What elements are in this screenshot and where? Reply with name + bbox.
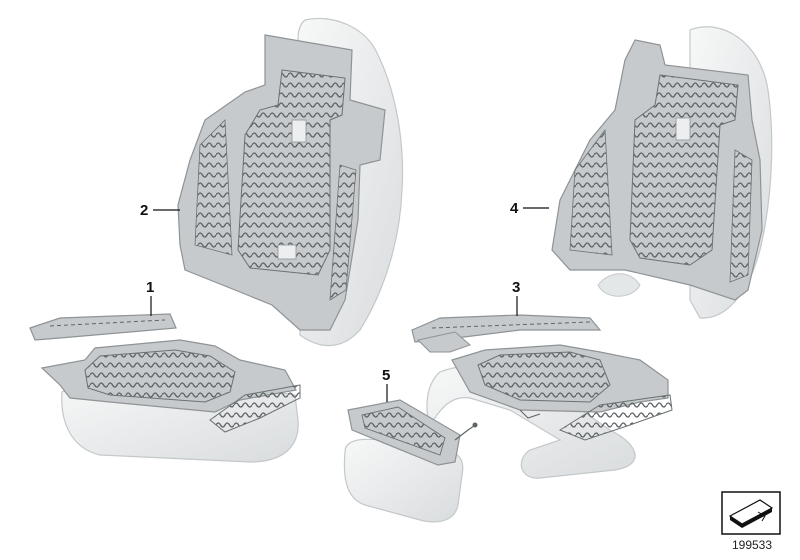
callout-1: 1 <box>146 279 154 316</box>
callout-label-2: 2 <box>140 202 148 219</box>
part5-wire-zone <box>361 406 446 456</box>
right-seat-side-wing <box>416 331 471 353</box>
left-backrest-wire-zone <box>237 69 346 276</box>
left-seat-side-bolster <box>209 384 301 433</box>
left-seat-assembly <box>29 313 301 463</box>
callout-label-5: 5 <box>382 367 390 384</box>
right-backrest-wire-zone <box>629 74 739 266</box>
left-backrest-assembly <box>177 17 404 347</box>
callout-label-3: 3 <box>512 279 520 296</box>
left-backrest-side-wire-right <box>329 164 357 301</box>
right-backrest-assembly <box>551 26 773 319</box>
right-backrest-side-wire-right <box>729 149 753 283</box>
part5-connector-lead <box>454 425 475 441</box>
left-backrest-side-wire <box>194 119 233 256</box>
left-seat-front-strip <box>29 313 177 341</box>
left-seat-wire-zone <box>84 349 236 403</box>
document-number: 199533 <box>731 538 773 552</box>
callout-2: 2 <box>140 202 180 219</box>
callout-label-1: 1 <box>146 279 154 296</box>
cutaway-arrow-icon <box>721 491 781 535</box>
part5-assembly <box>343 399 478 523</box>
callout-label-4: 4 <box>510 200 519 217</box>
right-seat-side-bolster <box>558 394 673 441</box>
callout-4: 4 <box>510 200 549 217</box>
callout-3: 3 <box>512 279 520 316</box>
callout-5: 5 <box>382 367 390 402</box>
right-seat-wire-zone <box>477 351 611 403</box>
right-seat-assembly <box>411 314 673 479</box>
right-backrest-side-wire <box>569 128 613 256</box>
